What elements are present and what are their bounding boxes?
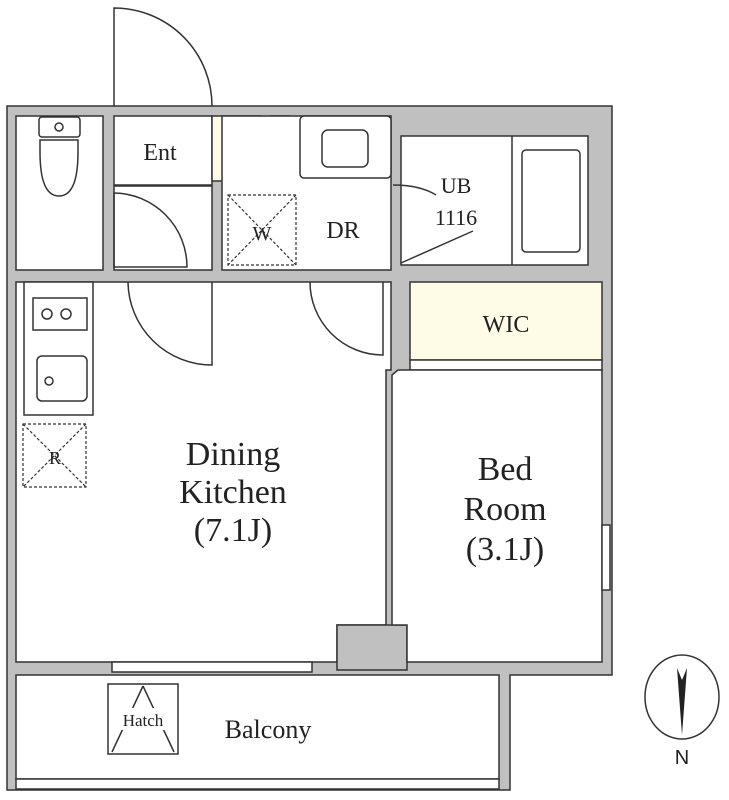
front-door[interactable] bbox=[113, 7, 213, 107]
fridge-space bbox=[22, 423, 87, 488]
bathtub-icon bbox=[521, 149, 581, 253]
dining-kitchen: R Dining Kitchen (7.1J) bbox=[15, 281, 408, 673]
balcony-window[interactable] bbox=[111, 661, 313, 673]
walk-in-closet bbox=[409, 281, 603, 361]
dining-label: Dining bbox=[186, 436, 280, 473]
hall-door[interactable] bbox=[127, 281, 213, 366]
washer-space bbox=[227, 194, 297, 266]
hatch-label: Hatch bbox=[123, 711, 164, 730]
toilet-door[interactable] bbox=[113, 192, 188, 268]
bedroom-window[interactable] bbox=[601, 524, 611, 591]
dining-size-label: (7.1J) bbox=[194, 512, 272, 549]
unit-bath: UB 1116 bbox=[392, 135, 589, 266]
washer-label: W bbox=[253, 223, 272, 245]
bath-label: UB bbox=[441, 173, 472, 198]
bath-door[interactable] bbox=[392, 184, 474, 264]
bed-label: Bed bbox=[478, 451, 533, 488]
toilet-room bbox=[15, 115, 104, 271]
room-label: Room bbox=[463, 491, 546, 528]
dressing-label: DR bbox=[326, 218, 359, 244]
north-label: N bbox=[675, 747, 689, 769]
closet-label: WIC bbox=[483, 312, 530, 338]
stove-icon bbox=[41, 308, 72, 320]
balcony-label: Balcony bbox=[225, 715, 312, 744]
entrance-label: Ent bbox=[143, 140, 177, 166]
dressing-room: W DR bbox=[221, 115, 392, 271]
kitchen-label: Kitchen bbox=[179, 474, 287, 511]
kitchen-sink-icon bbox=[36, 355, 88, 402]
balcony: Hatch Balcony bbox=[15, 674, 500, 790]
closet-door[interactable] bbox=[409, 359, 603, 371]
column bbox=[336, 624, 408, 671]
fridge-label: R bbox=[49, 448, 61, 468]
bath-size-label: 1116 bbox=[435, 205, 477, 230]
dressing-door[interactable] bbox=[309, 281, 384, 356]
north-arrow-icon: N bbox=[644, 654, 720, 769]
bedroom: Bed Room (3.1J) bbox=[391, 369, 611, 663]
sink-icon bbox=[321, 129, 369, 168]
toilet-icon bbox=[39, 139, 79, 197]
bed-size-label: (3.1J) bbox=[466, 531, 544, 568]
